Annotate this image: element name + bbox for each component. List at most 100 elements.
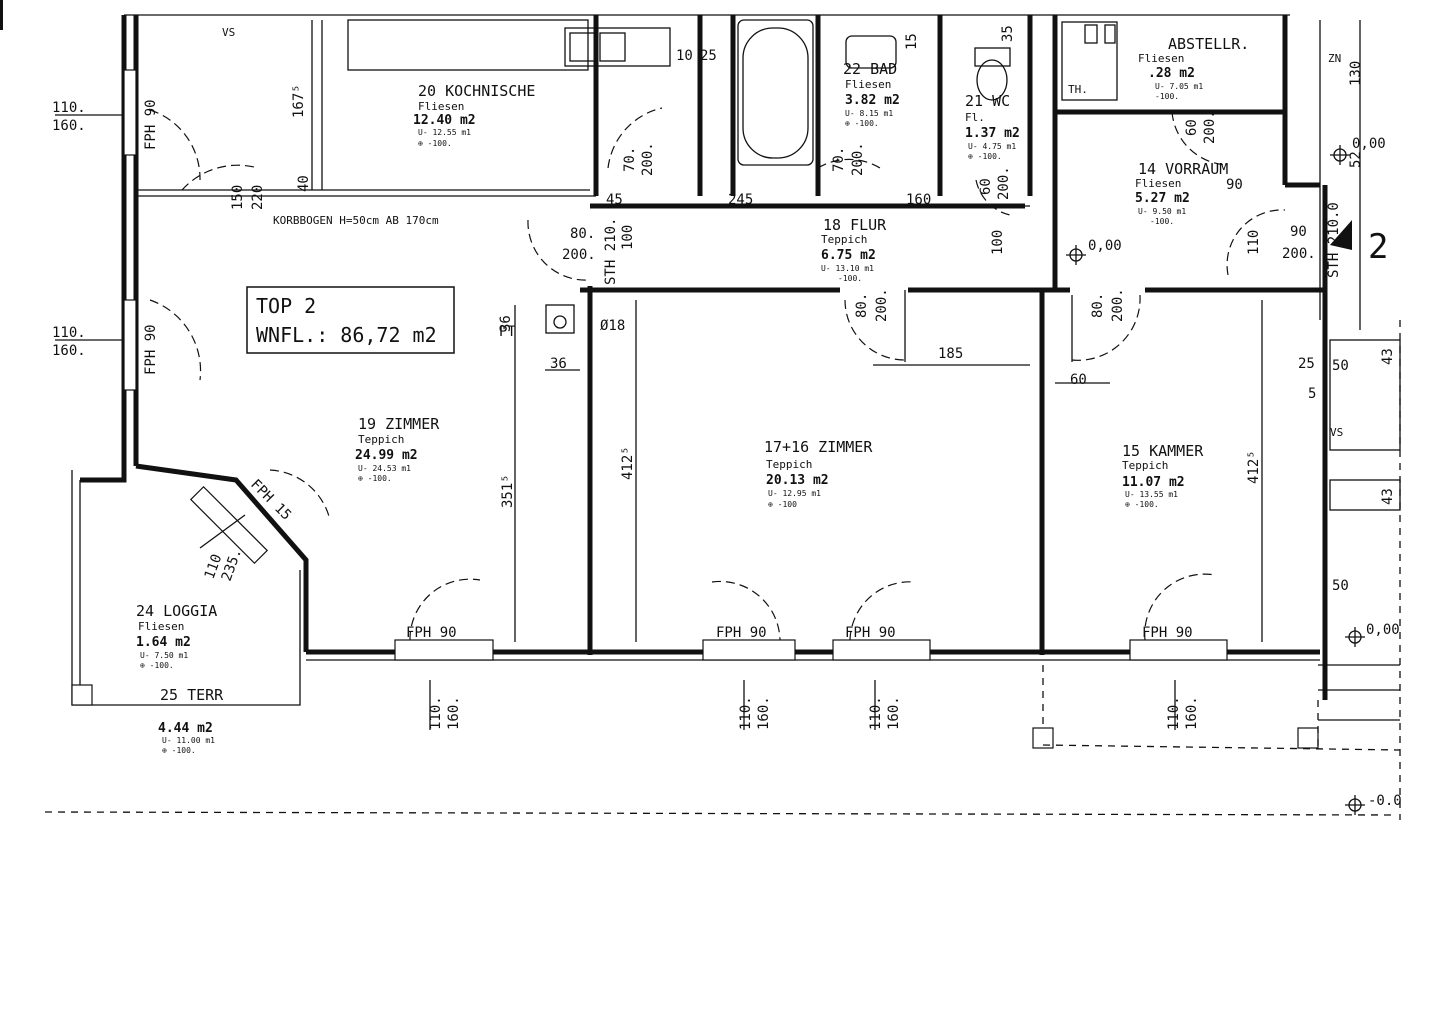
room-perimeter: U- 13.10 m1	[821, 264, 874, 273]
room-level: ⊕ -100.	[140, 661, 174, 670]
level: 0,00	[1088, 238, 1122, 254]
room-area: 11.07 m2	[1122, 475, 1185, 490]
room-level: ⊕ -100.	[1125, 500, 1159, 509]
room-terr: 25 TERR 4.44 m2 U- 11.00 m1 ⊕ -100.	[158, 686, 224, 755]
room-zimmer-19: 19 ZIMMER Teppich 24.99 m2 U- 24.53 m1 ⊕…	[355, 415, 440, 483]
room-area: 24.99 m2	[355, 448, 418, 463]
room-level: ⊕ -100.	[418, 139, 452, 148]
room-floor: Fliesen	[138, 620, 184, 633]
dim: 160.	[1184, 696, 1200, 730]
room-name: 20 KOCHNISCHE	[418, 82, 535, 100]
room-level: -100.	[1155, 92, 1179, 101]
dim: 160.	[886, 696, 902, 730]
vs-label-right: VS	[1330, 426, 1343, 439]
dim: 245	[728, 192, 753, 208]
room-perimeter: U- 13.55 m1	[1125, 490, 1178, 499]
dim: 412⁵	[1246, 450, 1262, 484]
room-vorraum: 14 VORRAUM Fliesen 5.27 m2 U- 9.50 m1 -1…	[1135, 160, 1228, 226]
dim: 160.	[756, 696, 772, 730]
room-name: 19 ZIMMER	[358, 415, 440, 433]
level: -0.0	[1368, 793, 1402, 809]
dim: 185	[938, 346, 963, 362]
dim: 110.	[1166, 696, 1182, 730]
room-floor: Fl.	[965, 111, 985, 124]
dim: 100	[990, 230, 1006, 255]
room-name: 14 VORRAUM	[1138, 160, 1228, 178]
unit-title: TOP 2	[256, 294, 316, 318]
stair-number: 2	[1368, 227, 1388, 267]
room-perimeter: U- 11.00 m1	[162, 736, 215, 745]
dim: 60	[978, 178, 994, 195]
room-kammer: 15 KAMMER Teppich 11.07 m2 U- 13.55 m1 ⊕…	[1122, 442, 1204, 509]
dim: 160.	[446, 696, 462, 730]
dim: 130	[1348, 61, 1364, 86]
dim: 50	[1332, 358, 1349, 374]
dim: 412⁵	[620, 446, 636, 480]
dim: 160.	[52, 343, 86, 359]
room-bad: 22 BAD Fliesen 3.82 m2 U- 8.15 m1 ⊕ -100…	[843, 60, 900, 128]
korbbogen-label: KORBBOGEN H=50cm AB 170cm	[273, 214, 439, 227]
room-floor: Fliesen	[1135, 177, 1181, 190]
room-area: 3.82 m2	[845, 93, 900, 108]
room-floor: Teppich	[358, 433, 404, 446]
dim: 200.	[874, 288, 890, 322]
windows	[123, 69, 1228, 661]
room-level: -100.	[1150, 217, 1174, 226]
room-area: 6.75 m2	[821, 248, 876, 263]
sth-label-right: STH 210.0	[1326, 202, 1342, 278]
dim: 110.	[428, 696, 444, 730]
walls	[71, 14, 1328, 706]
room-perimeter: U- 7.50 m1	[140, 651, 188, 660]
fph-label: FPH 90	[406, 625, 457, 641]
room-name: 25 TERR	[160, 686, 224, 704]
dim: 80.	[1090, 293, 1106, 318]
room-name: 22 BAD	[843, 60, 897, 78]
dim: 200.	[1282, 246, 1316, 262]
zn-label: ZN	[1328, 52, 1341, 65]
fph-label: FPH 90	[1142, 625, 1193, 641]
dim: 200.	[1110, 288, 1126, 322]
dim: 100	[620, 225, 636, 250]
dim: 36	[550, 356, 567, 372]
dim: 10	[676, 48, 693, 64]
dim: 15	[904, 33, 920, 50]
room-floor: Fliesen	[418, 100, 464, 113]
dim: 5	[1308, 386, 1316, 402]
fph-label: FPH 90	[143, 324, 159, 375]
dim: 110.	[52, 100, 86, 116]
dim: 70.	[622, 147, 638, 172]
unit-area: WNFL.: 86,72 m2	[256, 323, 437, 347]
dim: 110.	[52, 325, 86, 341]
room-name: 18 FLUR	[823, 216, 887, 234]
room-perimeter: U- 24.53 m1	[358, 464, 411, 473]
room-area: 1.64 m2	[136, 635, 191, 650]
dim: 35	[1000, 25, 1016, 42]
th-label: TH.	[1068, 83, 1088, 96]
scan-edge-mark	[0, 0, 3, 30]
dimension-lines	[44, 20, 1396, 816]
dim: 80.	[570, 226, 595, 242]
door-swings	[149, 107, 1286, 641]
room-area: 1.37 m2	[965, 126, 1020, 141]
dim: 45	[606, 192, 623, 208]
room-area: 4.44 m2	[158, 721, 213, 736]
room-name: 17+16 ZIMMER	[764, 438, 873, 456]
vs-label: VS	[222, 26, 235, 39]
level: 0,00	[1352, 136, 1386, 152]
room-area: 20.13 m2	[766, 473, 829, 488]
room-perimeter: U- 12.55 m1	[418, 128, 471, 137]
room-area: .28 m2	[1148, 66, 1195, 81]
room-area: 5.27 m2	[1135, 191, 1190, 206]
diameter-label: Ø18	[600, 318, 625, 334]
dim: 36	[498, 315, 514, 332]
room-loggia: 24 LOGGIA Fliesen 1.64 m2 U- 7.50 m1 ⊕ -…	[136, 602, 217, 670]
dim: 110.	[738, 696, 754, 730]
dim: 70.	[831, 147, 847, 172]
room-perimeter: U- 9.50 m1	[1138, 207, 1186, 216]
room-level: -100.	[838, 274, 862, 283]
room-perimeter: U- 4.75 m1	[968, 142, 1016, 151]
fixtures	[311, 19, 1401, 820]
room-name: 15 KAMMER	[1122, 442, 1204, 460]
room-floor: Teppich	[1122, 459, 1168, 472]
